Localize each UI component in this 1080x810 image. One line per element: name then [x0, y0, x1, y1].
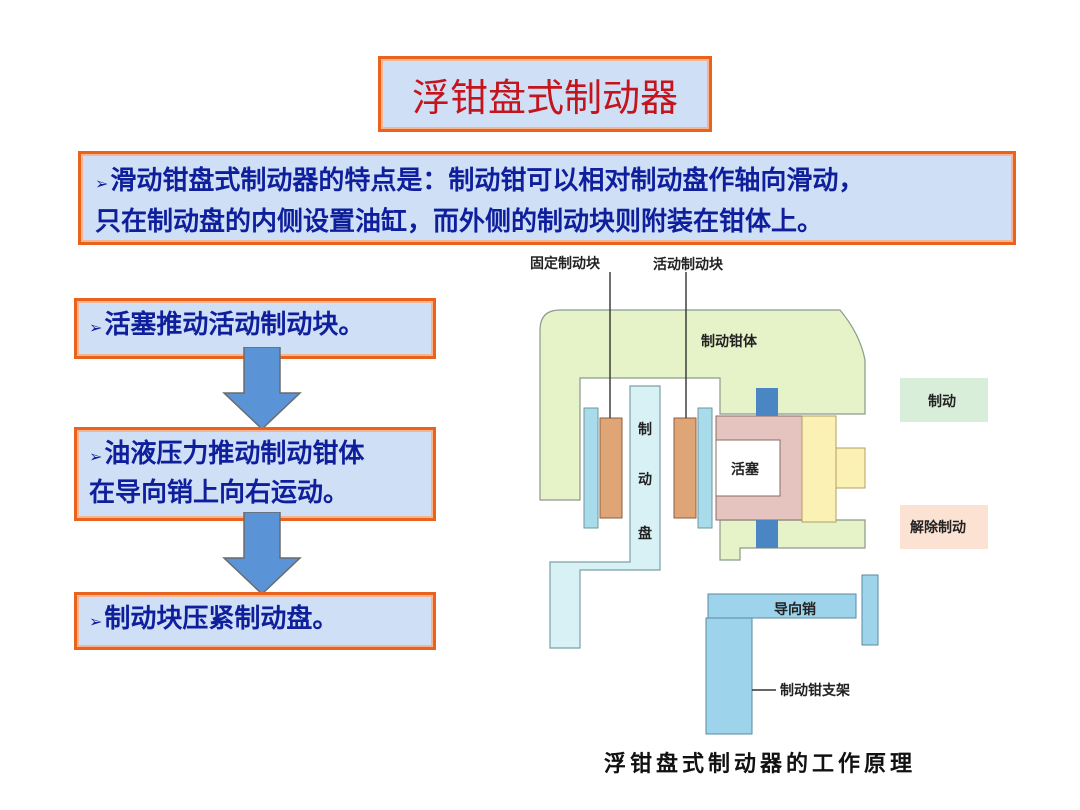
legend-release-label: 解除制动: [910, 519, 966, 536]
moving-pad: [673, 417, 697, 519]
caliper-lower: [719, 519, 866, 561]
bracket: [705, 617, 753, 735]
diagram-caption: 浮钳盘式制动器的工作原理: [604, 752, 917, 777]
legend-release-swatch: [900, 505, 988, 549]
guide-pin: [707, 593, 857, 619]
step-3-text: 制动块压紧制动盘。: [104, 604, 339, 634]
label-piston: 活塞: [731, 461, 760, 478]
step-2-line-1: ➢油液压力推动制动钳体: [89, 436, 421, 475]
step-2-line-2: 在导向销上向右运动。: [89, 478, 350, 508]
legend-brake-swatch: [900, 378, 988, 422]
intro-line-1-text: 滑动钳盘式制动器的特点是：制动钳可以相对制动盘作轴向滑动，: [110, 166, 865, 196]
label-disc-3: 盘: [638, 525, 652, 542]
down-arrow-icon: [222, 347, 302, 431]
moving-pad-plate: [697, 407, 713, 529]
label-bracket: 制动钳支架: [780, 682, 850, 699]
bullet-arrow-icon: ➢: [89, 612, 103, 631]
label-disc-2: 动: [638, 471, 652, 488]
step-2-box: ➢油液压力推动制动钳体 在导向销上向右运动。: [74, 427, 436, 521]
step-3-box: ➢制动块压紧制动盘。: [74, 592, 436, 650]
bullet-arrow-icon: ➢: [95, 174, 109, 193]
fluid-chamber: [801, 415, 837, 523]
fixed-pad: [599, 417, 623, 519]
intro-textbox: ➢滑动钳盘式制动器的特点是：制动钳可以相对制动盘作轴向滑动， 只在制动盘的内侧设…: [78, 151, 1016, 245]
pin-cap-right: [861, 574, 879, 646]
page-title: 浮钳盘式制动器: [378, 56, 712, 132]
piston-inner: [715, 439, 781, 497]
brake-diagram: 固定制动块 活动制动块 制动钳体 制 动 盘 活塞 导向销 制动钳支架 制动 解…: [530, 255, 988, 735]
label-fixed-pad: 固定制动块: [530, 255, 601, 272]
intro-line-1: ➢滑动钳盘式制动器的特点是：制动钳可以相对制动盘作轴向滑动，: [95, 162, 999, 203]
fixed-pad-plate: [583, 407, 599, 529]
label-disc-1: 制: [638, 421, 652, 438]
bullet-arrow-icon: ➢: [89, 318, 103, 337]
step-2-text-1: 油液压力推动制动钳体: [104, 439, 365, 469]
label-caliper-body: 制动钳体: [701, 333, 758, 350]
step-1-line-1: ➢活塞推动活动制动块。: [89, 307, 421, 346]
caliper-body: [539, 309, 866, 501]
seal-bottom: [756, 520, 778, 548]
label-guide-pin: 导向销: [774, 601, 816, 618]
label-moving-pad: 活动制动块: [653, 256, 724, 273]
legend-brake-label: 制动: [928, 393, 956, 410]
brake-disc: [549, 385, 661, 649]
bullet-arrow-icon: ➢: [89, 447, 103, 466]
seal-top: [756, 388, 778, 416]
step-1-text: 活塞推动活动制动块。: [104, 310, 365, 340]
caliper-port: [835, 447, 866, 489]
intro-line-2: 只在制动盘的内侧设置油缸，而外侧的制动块则附装在钳体上。: [95, 207, 824, 237]
step-3-line-1: ➢制动块压紧制动盘。: [89, 601, 421, 640]
down-arrow-icon: [222, 512, 302, 596]
